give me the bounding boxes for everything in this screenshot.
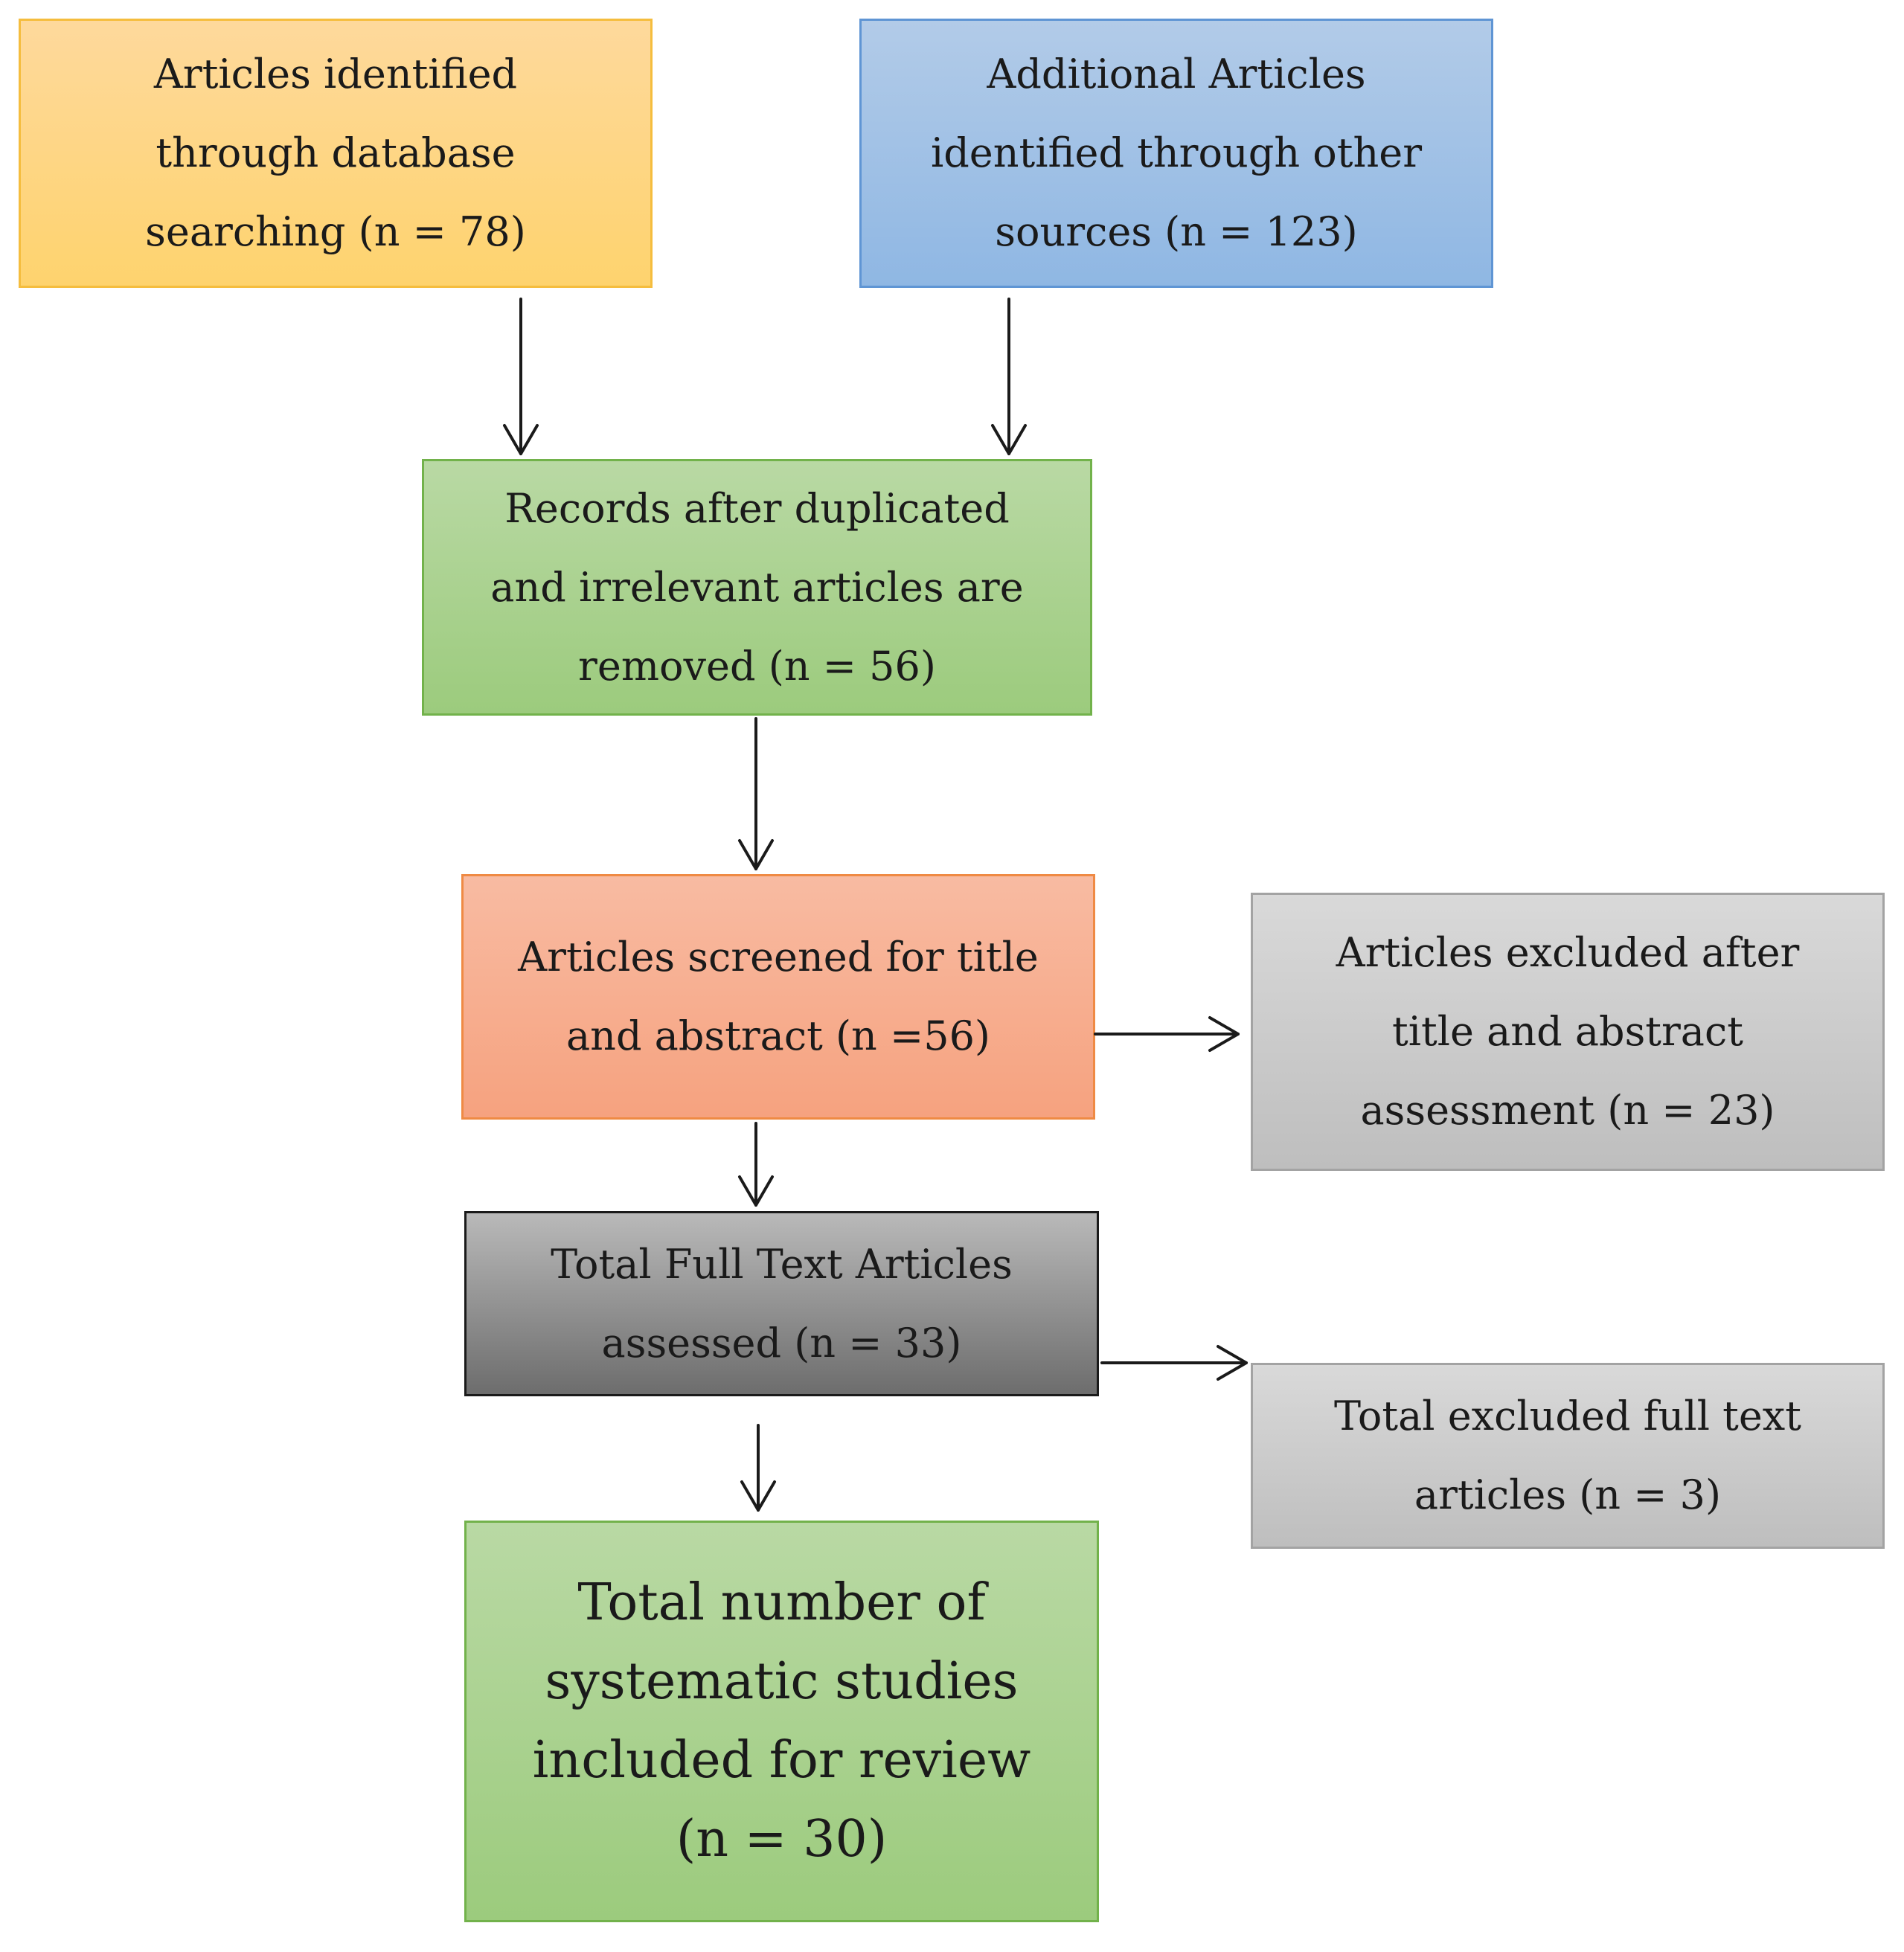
excluded-title-abstract-box: Articles excluded after title and abstra… — [1251, 893, 1885, 1171]
box-line: and irrelevant articles are — [490, 563, 1024, 611]
box-line: included for review — [532, 1731, 1031, 1790]
box-line: Articles identified — [153, 51, 518, 97]
box-line: Total Full Text Articles — [551, 1240, 1013, 1288]
arrow-database-to-dedup — [503, 298, 539, 455]
box-line: through database — [156, 129, 516, 176]
box-line: title and abstract — [1392, 1008, 1743, 1055]
box-line: articles (n = 3) — [1414, 1471, 1722, 1518]
studies-included-box: Total number of systematic studies inclu… — [464, 1521, 1099, 1922]
arrow-screen-to-fulltext — [738, 1122, 774, 1207]
box-line: sources (n = 123) — [995, 208, 1358, 255]
screening-box: Articles screened for title and abstract… — [461, 874, 1095, 1120]
arrow-fulltext-to-excluded — [1100, 1345, 1248, 1381]
box-line: Total number of — [577, 1573, 986, 1632]
records-after-dedup-box: Records after duplicated and irrelevant … — [422, 459, 1092, 716]
arrow-screen-to-excluded — [1094, 1016, 1240, 1052]
identification-database-box: Articles identified through database sea… — [19, 19, 653, 288]
box-line: Articles excluded after — [1336, 929, 1800, 976]
arrow-fulltext-to-included — [740, 1424, 776, 1512]
box-line: assessment (n = 23) — [1360, 1087, 1775, 1134]
box-line: searching (n = 78) — [145, 208, 526, 255]
identification-other-sources-box: Additional Articles identified through o… — [859, 19, 1493, 288]
excluded-full-text-box: Total excluded full text articles (n = 3… — [1251, 1363, 1885, 1549]
box-line: removed (n = 56) — [578, 642, 936, 690]
box-line: identified through other — [930, 129, 1423, 176]
box-line: Records after duplicated — [504, 484, 1010, 532]
arrow-other-to-dedup — [991, 298, 1027, 455]
box-line: systematic studies — [545, 1652, 1019, 1711]
box-line: assessed (n = 33) — [601, 1319, 962, 1367]
box-line: (n = 30) — [676, 1810, 888, 1869]
box-line: Articles screened for title — [518, 934, 1039, 980]
box-line: Additional Articles — [987, 51, 1366, 97]
arrow-dedup-to-screen — [738, 717, 774, 870]
box-line: and abstract (n =56) — [565, 1012, 991, 1059]
box-line: Total excluded full text — [1334, 1393, 1801, 1439]
full-text-assessed-box: Total Full Text Articles assessed (n = 3… — [464, 1211, 1099, 1396]
